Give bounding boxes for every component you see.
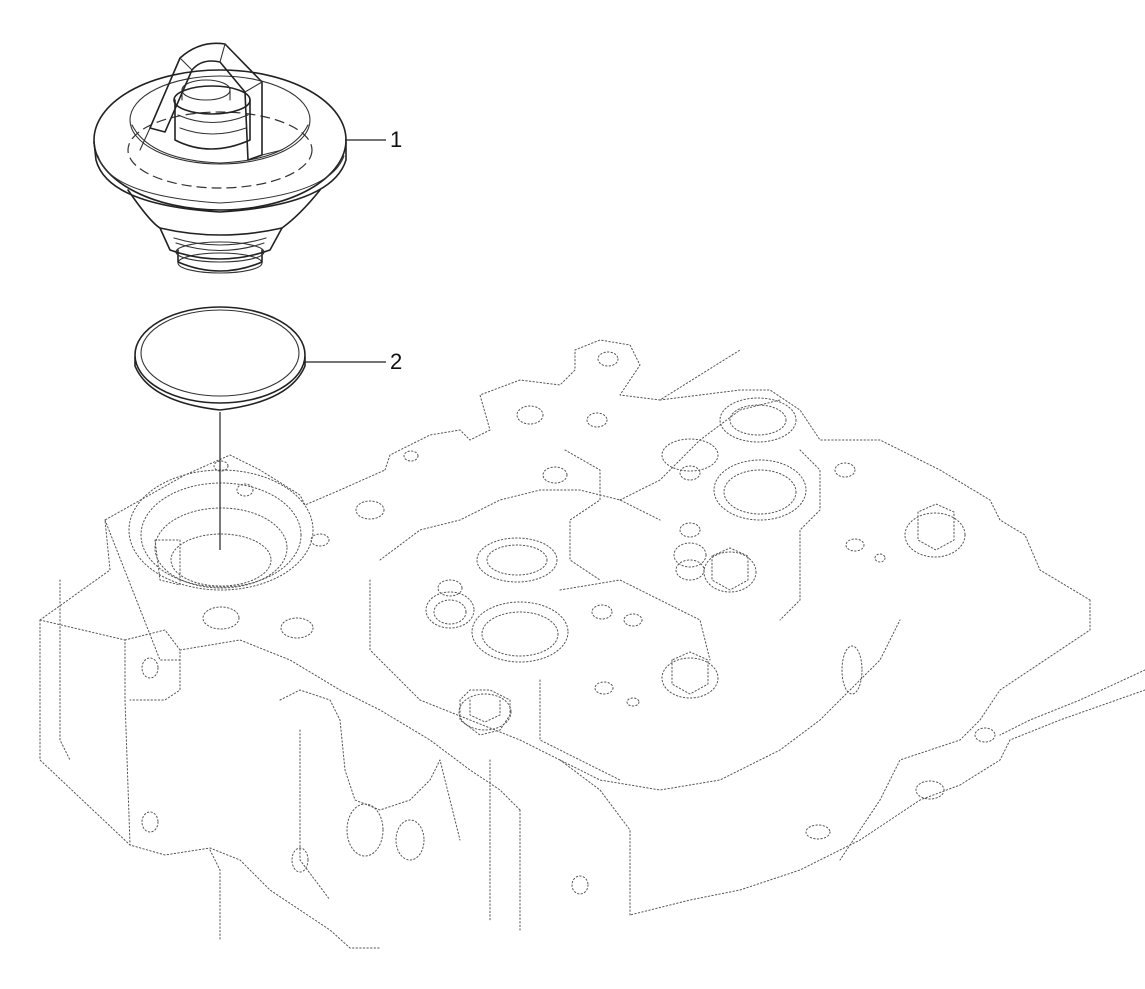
o-ring-gasket-icon [134,306,306,411]
cylinder-head-icon [39,339,1145,949]
bolt-icon [661,651,719,699]
callout-number-2: 2 [390,349,402,374]
callout-number-1: 1 [390,127,402,152]
thermostat-icon [93,42,347,274]
bolt-icon [904,503,966,558]
bolt-icon [675,559,705,581]
bolt-icon [703,547,757,593]
bolt-icon [458,689,512,736]
